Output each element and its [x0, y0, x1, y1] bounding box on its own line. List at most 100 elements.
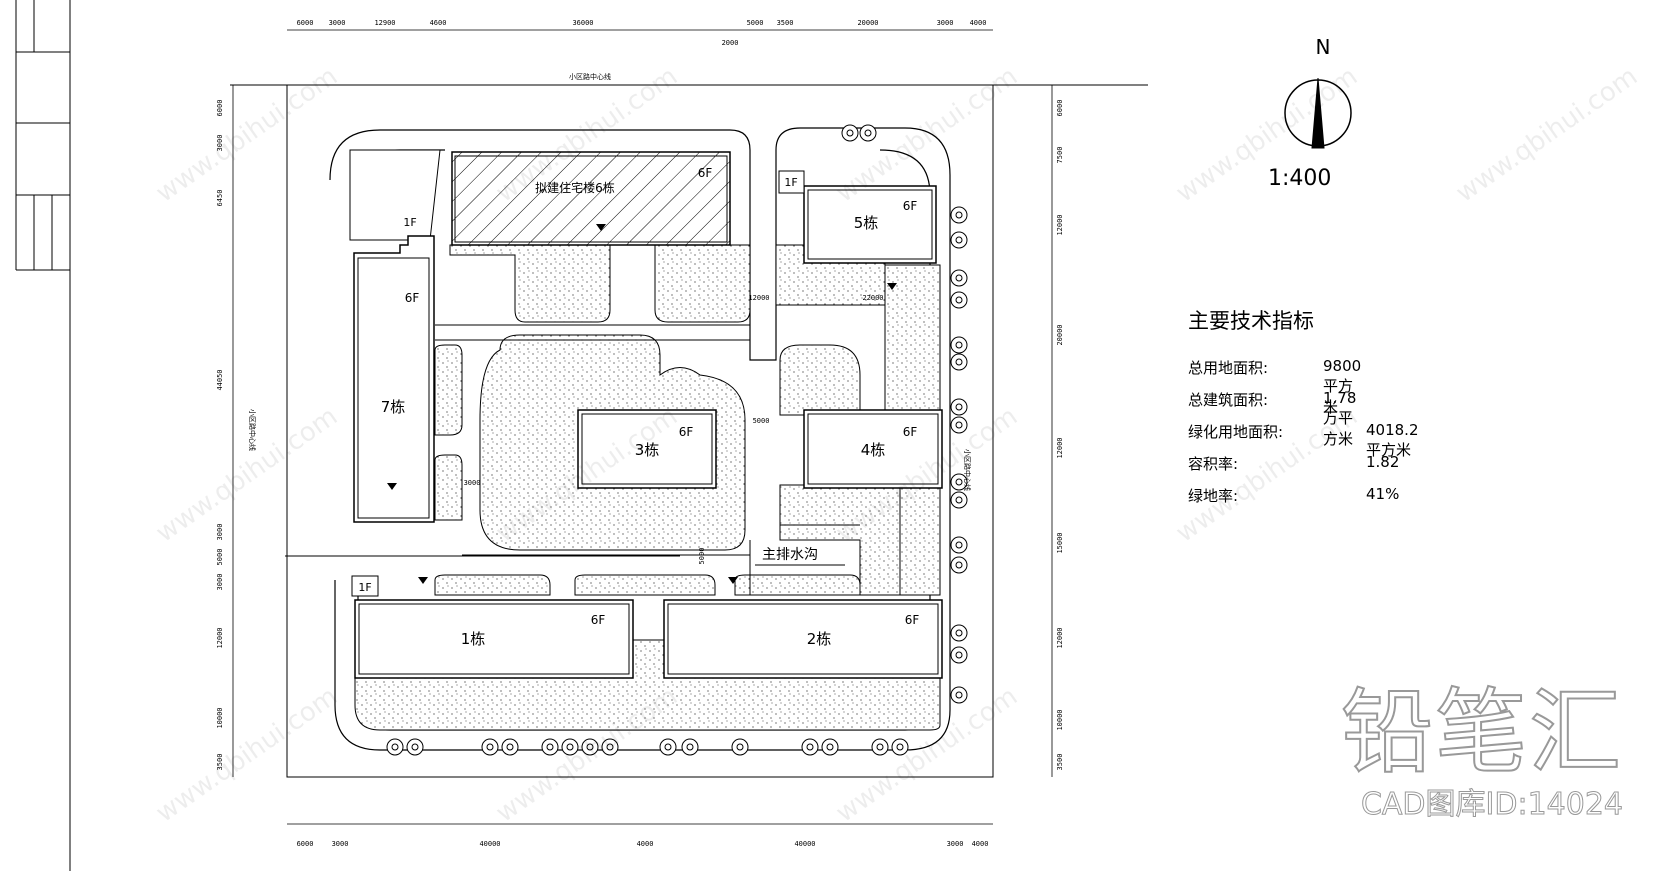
tree-icon	[955, 274, 963, 282]
svg-text:7500: 7500	[1056, 147, 1064, 164]
tree-icon	[896, 743, 904, 751]
svg-text:4600: 4600	[430, 19, 447, 27]
tree-icon	[876, 743, 884, 751]
tree-icon	[566, 743, 574, 751]
north-arrow	[1284, 77, 1352, 149]
tree-icon	[955, 691, 963, 699]
building-7-1f: 1F	[403, 216, 416, 229]
tree-icon	[955, 651, 963, 659]
svg-text:12000: 12000	[748, 294, 769, 302]
building-4[interactable]	[803, 409, 943, 489]
tree-icon	[546, 743, 554, 751]
svg-text:6000: 6000	[1056, 100, 1064, 117]
svg-text:6000: 6000	[297, 19, 314, 27]
tree-icon	[411, 743, 419, 751]
svg-text:5000: 5000	[216, 549, 224, 566]
building-4-floors: 6F	[903, 425, 918, 439]
brand-logo: 铅笔汇 CAD图库ID:14024	[1340, 679, 1624, 823]
svg-text:5000: 5000	[753, 417, 770, 425]
building-1-floors: 6F	[591, 613, 606, 627]
tree-icon	[955, 403, 963, 411]
building-2-name: 2栋	[807, 630, 832, 648]
road-north-label: 小区路中心线	[569, 72, 611, 81]
building-1-name: 1栋	[461, 630, 486, 648]
building-5-floors: 6F	[903, 199, 918, 213]
title-block	[15, 0, 71, 871]
trees	[386, 124, 968, 756]
brand-id: CAD图库ID:14024	[1360, 787, 1623, 823]
svg-text:12000: 12000	[1056, 627, 1064, 648]
building-6[interactable]	[451, 151, 731, 246]
building-7-name: 7栋	[381, 398, 406, 416]
road-east-label: 小区路中心线	[963, 449, 972, 491]
path-lines	[435, 324, 860, 595]
building-1-1f: 1F	[358, 581, 371, 594]
tree-icon	[955, 341, 963, 349]
tree-icon	[606, 743, 614, 751]
tech-row: 绿化用地面积:4018.2平方米	[1188, 421, 1419, 459]
svg-text:6450: 6450	[216, 190, 224, 207]
tree-icon	[955, 629, 963, 637]
svg-text:4000: 4000	[972, 840, 989, 848]
svg-text:3000: 3000	[216, 135, 224, 152]
entrance-markers	[387, 224, 897, 584]
building-2[interactable]	[663, 599, 943, 679]
dimension-labels: 6000 3000 12900 4600 36000 5000 3500 200…	[216, 19, 1064, 848]
building-7[interactable]	[353, 235, 435, 523]
tech-row: 绿地率:41%	[1188, 485, 1400, 505]
svg-text:3500: 3500	[1056, 754, 1064, 771]
building-3[interactable]	[577, 409, 717, 489]
tree-icon	[864, 129, 872, 137]
svg-text:5000: 5000	[698, 548, 706, 565]
building-5[interactable]	[778, 170, 937, 264]
svg-text:3000: 3000	[216, 574, 224, 591]
svg-text:40000: 40000	[479, 840, 500, 848]
building-4-name: 4栋	[861, 441, 886, 459]
svg-text:4000: 4000	[637, 840, 654, 848]
svg-text:15000: 15000	[1056, 532, 1064, 553]
tree-icon	[736, 743, 744, 751]
north-letter: N	[1315, 35, 1331, 59]
technical-indicators: 主要技术指标 总用地面积:9800平方米 总建筑面积:1.78万平方米 绿化用地…	[1188, 305, 1419, 517]
svg-text:12900: 12900	[374, 19, 395, 27]
svg-text:10000: 10000	[1056, 709, 1064, 730]
svg-text:2000: 2000	[722, 39, 739, 47]
road-west-label: 小区路中心线	[248, 409, 257, 451]
tree-icon	[586, 743, 594, 751]
tree-icon	[955, 296, 963, 304]
tree-icon	[826, 743, 834, 751]
svg-text:22000: 22000	[862, 294, 883, 302]
tree-icon	[955, 211, 963, 219]
svg-text:3000: 3000	[947, 840, 964, 848]
scale-label: 1:400	[1268, 166, 1332, 191]
tree-icon	[506, 743, 514, 751]
drain-label: 主排水沟	[762, 547, 818, 563]
tech-title: 主要技术指标	[1188, 309, 1314, 333]
dimension-lines	[232, 29, 1053, 825]
svg-text:3000: 3000	[464, 479, 481, 487]
building-7-floors: 6F	[405, 291, 420, 305]
building-1[interactable]	[351, 575, 634, 679]
tree-icon	[955, 496, 963, 504]
tree-icon	[955, 541, 963, 549]
svg-text:44050: 44050	[216, 369, 224, 390]
svg-text:40000: 40000	[794, 840, 815, 848]
building-5-1f: 1F	[784, 176, 797, 189]
building-6-floors: 6F	[698, 166, 713, 180]
building-3-name: 3栋	[635, 441, 660, 459]
building-6-name: 拟建住宅楼6栋	[535, 180, 615, 195]
tree-icon	[955, 358, 963, 366]
svg-text:36000: 36000	[572, 19, 593, 27]
brand-name: 铅笔汇	[1340, 679, 1623, 786]
tree-icon	[686, 743, 694, 751]
svg-text:3000: 3000	[216, 524, 224, 541]
svg-text:4000: 4000	[970, 19, 987, 27]
svg-text:12000: 12000	[1056, 214, 1064, 235]
north-label: N	[1283, 35, 1363, 59]
tech-row: 容积率:1.82	[1188, 453, 1400, 473]
svg-text:3500: 3500	[777, 19, 794, 27]
svg-text:20000: 20000	[1056, 324, 1064, 345]
building-5-name: 5栋	[854, 214, 879, 232]
svg-text:3000: 3000	[329, 19, 346, 27]
